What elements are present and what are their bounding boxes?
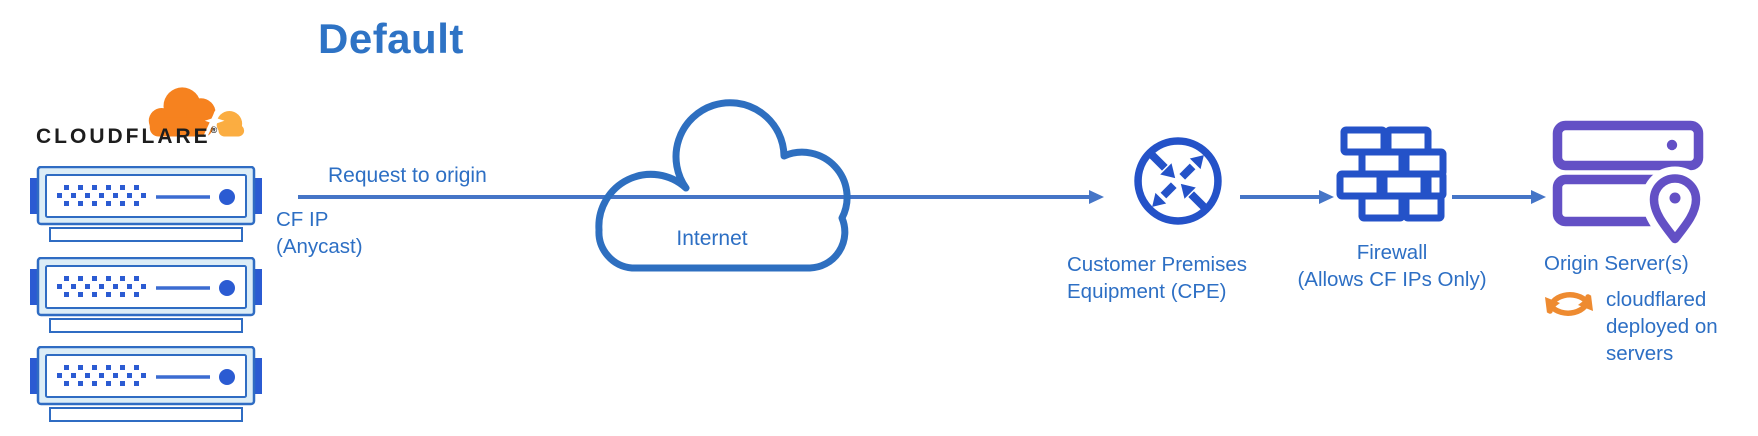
- cpe-to-firewall-arrow-line: [1240, 195, 1320, 199]
- page-title: Default: [318, 15, 464, 62]
- request-arrow-head: [1089, 190, 1104, 204]
- cloudflare-wordmark: CLOUDFLARE®: [36, 125, 218, 148]
- edge-server-icon: [30, 346, 262, 424]
- edge-server-icon: [30, 166, 262, 244]
- registered-trademark: ®: [210, 125, 218, 135]
- cpe-label: Customer Premises Equipment (CPE): [1067, 253, 1247, 303]
- cf-ip-anycast-label: CF IP (Anycast): [276, 208, 363, 258]
- edge-server-icon: [30, 257, 262, 335]
- cpe-to-firewall-arrow-head: [1319, 190, 1334, 204]
- origin-server-label: Origin Server(s): [1544, 252, 1689, 275]
- firewall-brick-icon: [1336, 126, 1448, 224]
- internet-label: Internet: [676, 227, 748, 250]
- location-pin-icon: [1642, 166, 1704, 244]
- firewall-to-origin-arrow-head: [1531, 190, 1546, 204]
- cloudflared-note: cloudflared deployed on servers: [1606, 288, 1718, 365]
- origin-server-icon: [1548, 116, 1704, 244]
- sync-arrows-icon: [1540, 283, 1598, 325]
- internet-cloud-icon: [566, 98, 874, 276]
- request-to-origin-label: Request to origin: [328, 164, 487, 187]
- cloudflare-cloud-icon: [136, 80, 250, 140]
- cpe-router-icon: [1131, 134, 1225, 228]
- request-arrow-line: [298, 195, 1091, 199]
- firewall-to-origin-arrow-line: [1452, 195, 1532, 199]
- firewall-label: Firewall (Allows CF IPs Only): [1297, 241, 1487, 291]
